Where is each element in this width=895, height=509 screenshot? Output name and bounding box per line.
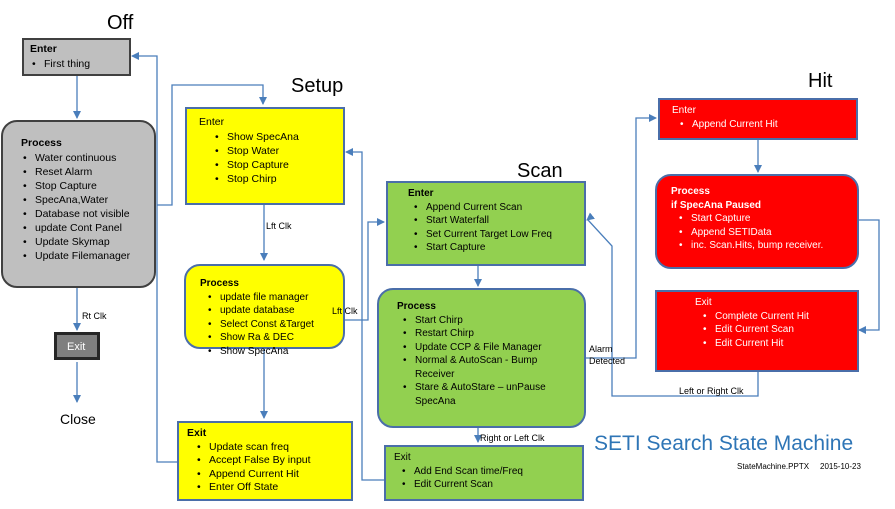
off-process-item: Update Filemanager — [23, 249, 146, 263]
hit-exit-heading: Exit — [695, 297, 712, 308]
scan-exit-item: Edit Current Scan — [402, 478, 578, 492]
scan-enter-item: Start Waterfall — [414, 214, 580, 228]
off-process-item: Stop Capture — [23, 179, 146, 193]
arrow-off-to-setup — [157, 84, 267, 206]
off-process-item: Reset Alarm — [23, 165, 146, 179]
transition-label-lft-clk-setup: Lft Clk — [266, 221, 292, 231]
scan-enter-heading: Enter — [408, 188, 434, 199]
arrow-scan-exit-to-setup — [345, 148, 384, 481]
arrow-hit-process-to-exit — [858, 219, 880, 334]
scan-process-item: Normal & AutoScan - Bump Receiver — [403, 354, 575, 381]
hit-exit-box: Exit Complete Current Hit Edit Current S… — [655, 290, 859, 372]
diagram-date: 2015-10-23 — [820, 462, 861, 471]
state-title-off: Off — [107, 12, 134, 34]
hit-process-subheading: if SpecAna Paused — [671, 199, 762, 211]
setup-enter-item: Stop Water — [215, 144, 337, 158]
off-exit-heading: Exit — [67, 341, 86, 353]
setup-enter-item: Show SpecAna — [215, 130, 337, 144]
setup-process-item: Show Ra & DEC — [208, 331, 339, 345]
arrow-hit-exit-to-scan — [586, 212, 759, 397]
state-title-setup: Setup — [291, 75, 344, 97]
setup-exit-item: Accept False By input — [197, 454, 347, 468]
transition-label-right-or-left-clk: Right or Left Clk — [480, 433, 545, 443]
diagram-title: SETI Search State Machine — [594, 432, 854, 455]
off-enter-box: Enter First thing — [22, 38, 131, 76]
hit-enter-item: Append Current Hit — [680, 118, 852, 132]
close-label: Close — [60, 411, 96, 427]
off-process-item: Update Skymap — [23, 235, 146, 249]
scan-exit-item: Add End Scan time/Freq — [402, 465, 578, 479]
hit-process-item: Append SETIData — [679, 226, 853, 240]
hit-enter-box: Enter Append Current Hit — [658, 98, 858, 140]
setup-process-heading: Process — [200, 278, 239, 289]
hit-process-item: inc. Scan.Hits, bump receiver. — [679, 239, 853, 253]
scan-exit-heading: Exit — [394, 452, 411, 463]
transition-label-lft-clk-to-scan: Lft Clk — [332, 306, 358, 316]
off-enter-item: First thing — [32, 57, 123, 71]
setup-process-item: Show SpecAna — [208, 345, 339, 359]
setup-exit-item: Append Current Hit — [197, 468, 347, 482]
hit-exit-item: Complete Current Hit — [703, 310, 853, 324]
hit-enter-heading: Enter — [672, 105, 696, 116]
scan-enter-item: Start Capture — [414, 241, 580, 255]
setup-enter-box: Enter Show SpecAna Stop Water Stop Captu… — [185, 107, 345, 205]
setup-enter-item: Stop Capture — [215, 158, 337, 172]
setup-exit-item: Update scan freq — [197, 441, 347, 455]
hit-process-box: Process if SpecAna Paused Start Capture … — [655, 174, 859, 269]
setup-exit-item: Enter Off State — [197, 481, 347, 495]
scan-enter-item: Append Current Scan — [414, 201, 580, 215]
transition-label-left-or-right-clk: Left or Right Clk — [679, 386, 744, 396]
hit-process-item: Start Capture — [679, 212, 853, 226]
setup-process-item: update file manager — [208, 291, 339, 305]
scan-enter-box: Enter Append Current Scan Start Waterfal… — [386, 181, 586, 266]
setup-process-box: Process update file manager update datab… — [184, 264, 345, 358]
off-process-item: Water continuous — [23, 151, 146, 165]
off-enter-heading: Enter — [30, 43, 57, 55]
state-title-scan: Scan — [517, 160, 563, 182]
scan-enter-item: Set Current Target Low Freq — [414, 228, 580, 242]
scan-process-box: Process Start Chirp Restart Chirp Update… — [377, 288, 586, 428]
arrow-setup-to-scan — [345, 218, 385, 321]
scan-process-item: Restart Chirp — [403, 327, 580, 341]
arrow-setup-exit-to-off — [131, 52, 177, 463]
hit-exit-item: Edit Current Hit — [703, 337, 853, 351]
off-process-item: update Cont Panel — [23, 221, 146, 235]
hit-process-heading: Process — [671, 186, 710, 197]
off-process-box: Process Water continuous Reset Alarm Sto… — [1, 120, 156, 288]
state-title-hit: Hit — [808, 70, 833, 92]
setup-enter-heading: Enter — [199, 116, 225, 128]
off-process-item: Database not visible — [23, 207, 146, 221]
scan-process-heading: Process — [397, 301, 436, 312]
arrow-scan-to-hit — [586, 114, 657, 359]
setup-exit-heading: Exit — [187, 427, 207, 439]
scan-process-item: Update CCP & File Manager — [403, 341, 580, 355]
file-name: StateMachine.PPTX — [737, 462, 810, 471]
scan-exit-box: Exit Add End Scan time/Freq Edit Current… — [384, 445, 584, 501]
setup-process-item: update database — [208, 304, 339, 318]
setup-enter-item: Stop Chirp — [215, 172, 337, 186]
hit-exit-item: Edit Current Scan — [703, 323, 853, 337]
transition-label-rt-clk: Rt Clk — [82, 311, 107, 321]
scan-process-item: Start Chirp — [403, 314, 580, 328]
scan-process-item: Stare & AutoStare – unPause SpecAna — [403, 381, 575, 408]
setup-exit-box: Exit Update scan freq Accept False By in… — [177, 421, 353, 501]
transition-label-alarm-detected: Alarm Detected — [589, 344, 626, 366]
setup-process-item: Select Const &Target — [208, 318, 339, 332]
off-process-heading: Process — [21, 137, 62, 149]
off-process-item: SpecAna,Water — [23, 193, 146, 207]
off-exit-box: Exit — [54, 332, 100, 360]
